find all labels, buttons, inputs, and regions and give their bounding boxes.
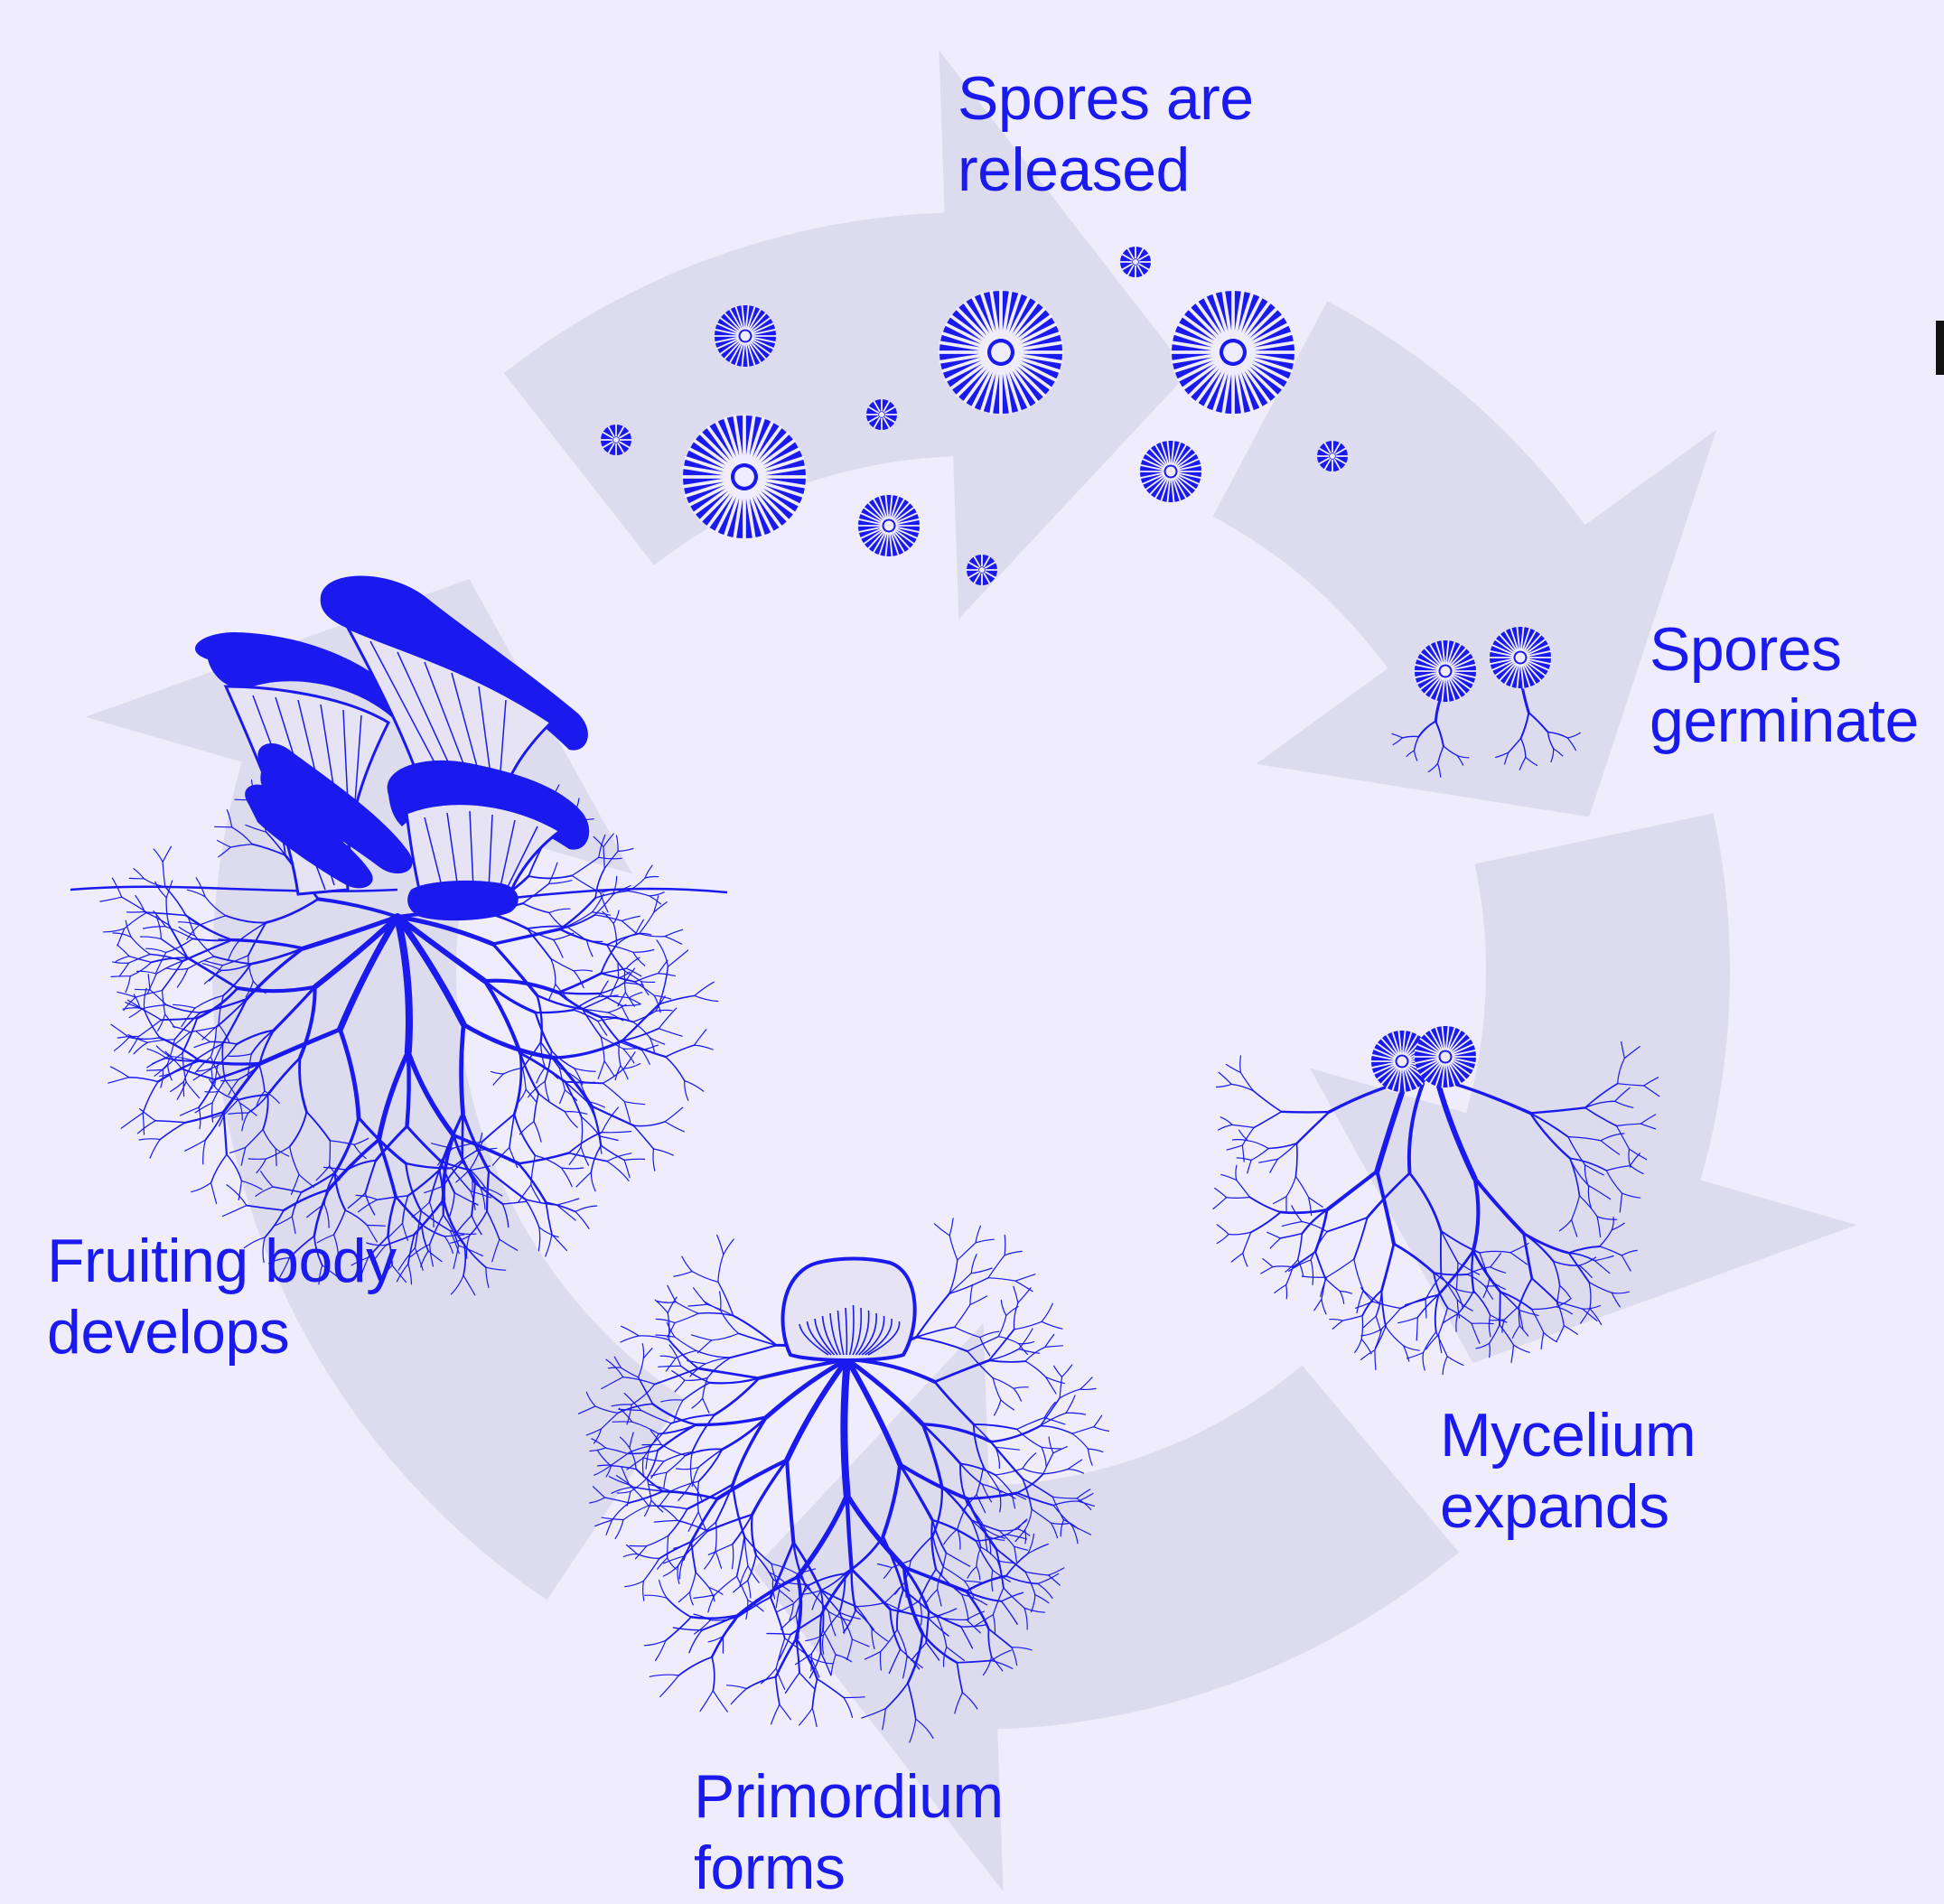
label-fruiting-body-develops-line-1: Fruiting body <box>47 1226 397 1297</box>
label-fruiting-body-develops: Fruiting body develops <box>47 1226 397 1368</box>
spore-icon <box>1120 247 1152 278</box>
label-primordium-forms-line-2: forms <box>694 1833 1004 1904</box>
label-spores-germinate-line-1: Spores <box>1650 614 1919 686</box>
label-primordium-forms-line-1: Primordium <box>694 1761 1004 1833</box>
label-mycelium-expands-line-1: Mycelium <box>1440 1400 1696 1471</box>
label-spores-released: Spores are released <box>958 63 1254 206</box>
label-mycelium-expands: Mycelium expands <box>1440 1400 1696 1543</box>
spore-icon <box>682 415 808 540</box>
mushroom-cap <box>407 881 519 920</box>
label-spores-released-line-1: Spores are <box>958 63 1254 135</box>
label-primordium-forms: Primordium forms <box>694 1761 1004 1904</box>
label-spores-germinate: Spores germinate <box>1650 614 1919 757</box>
edge-marker <box>1936 321 1944 375</box>
spore-icon <box>857 495 920 557</box>
label-mycelium-expands-line-2: expands <box>1440 1471 1696 1543</box>
spore-icon <box>939 290 1064 415</box>
spore-icon <box>1171 290 1296 415</box>
spore-icon <box>1139 441 1201 503</box>
label-spores-released-line-2: released <box>958 135 1254 206</box>
label-fruiting-body-develops-line-2: develops <box>47 1297 397 1368</box>
primordium-cap <box>783 1259 915 1361</box>
label-spores-germinate-line-2: germinate <box>1650 686 1919 757</box>
